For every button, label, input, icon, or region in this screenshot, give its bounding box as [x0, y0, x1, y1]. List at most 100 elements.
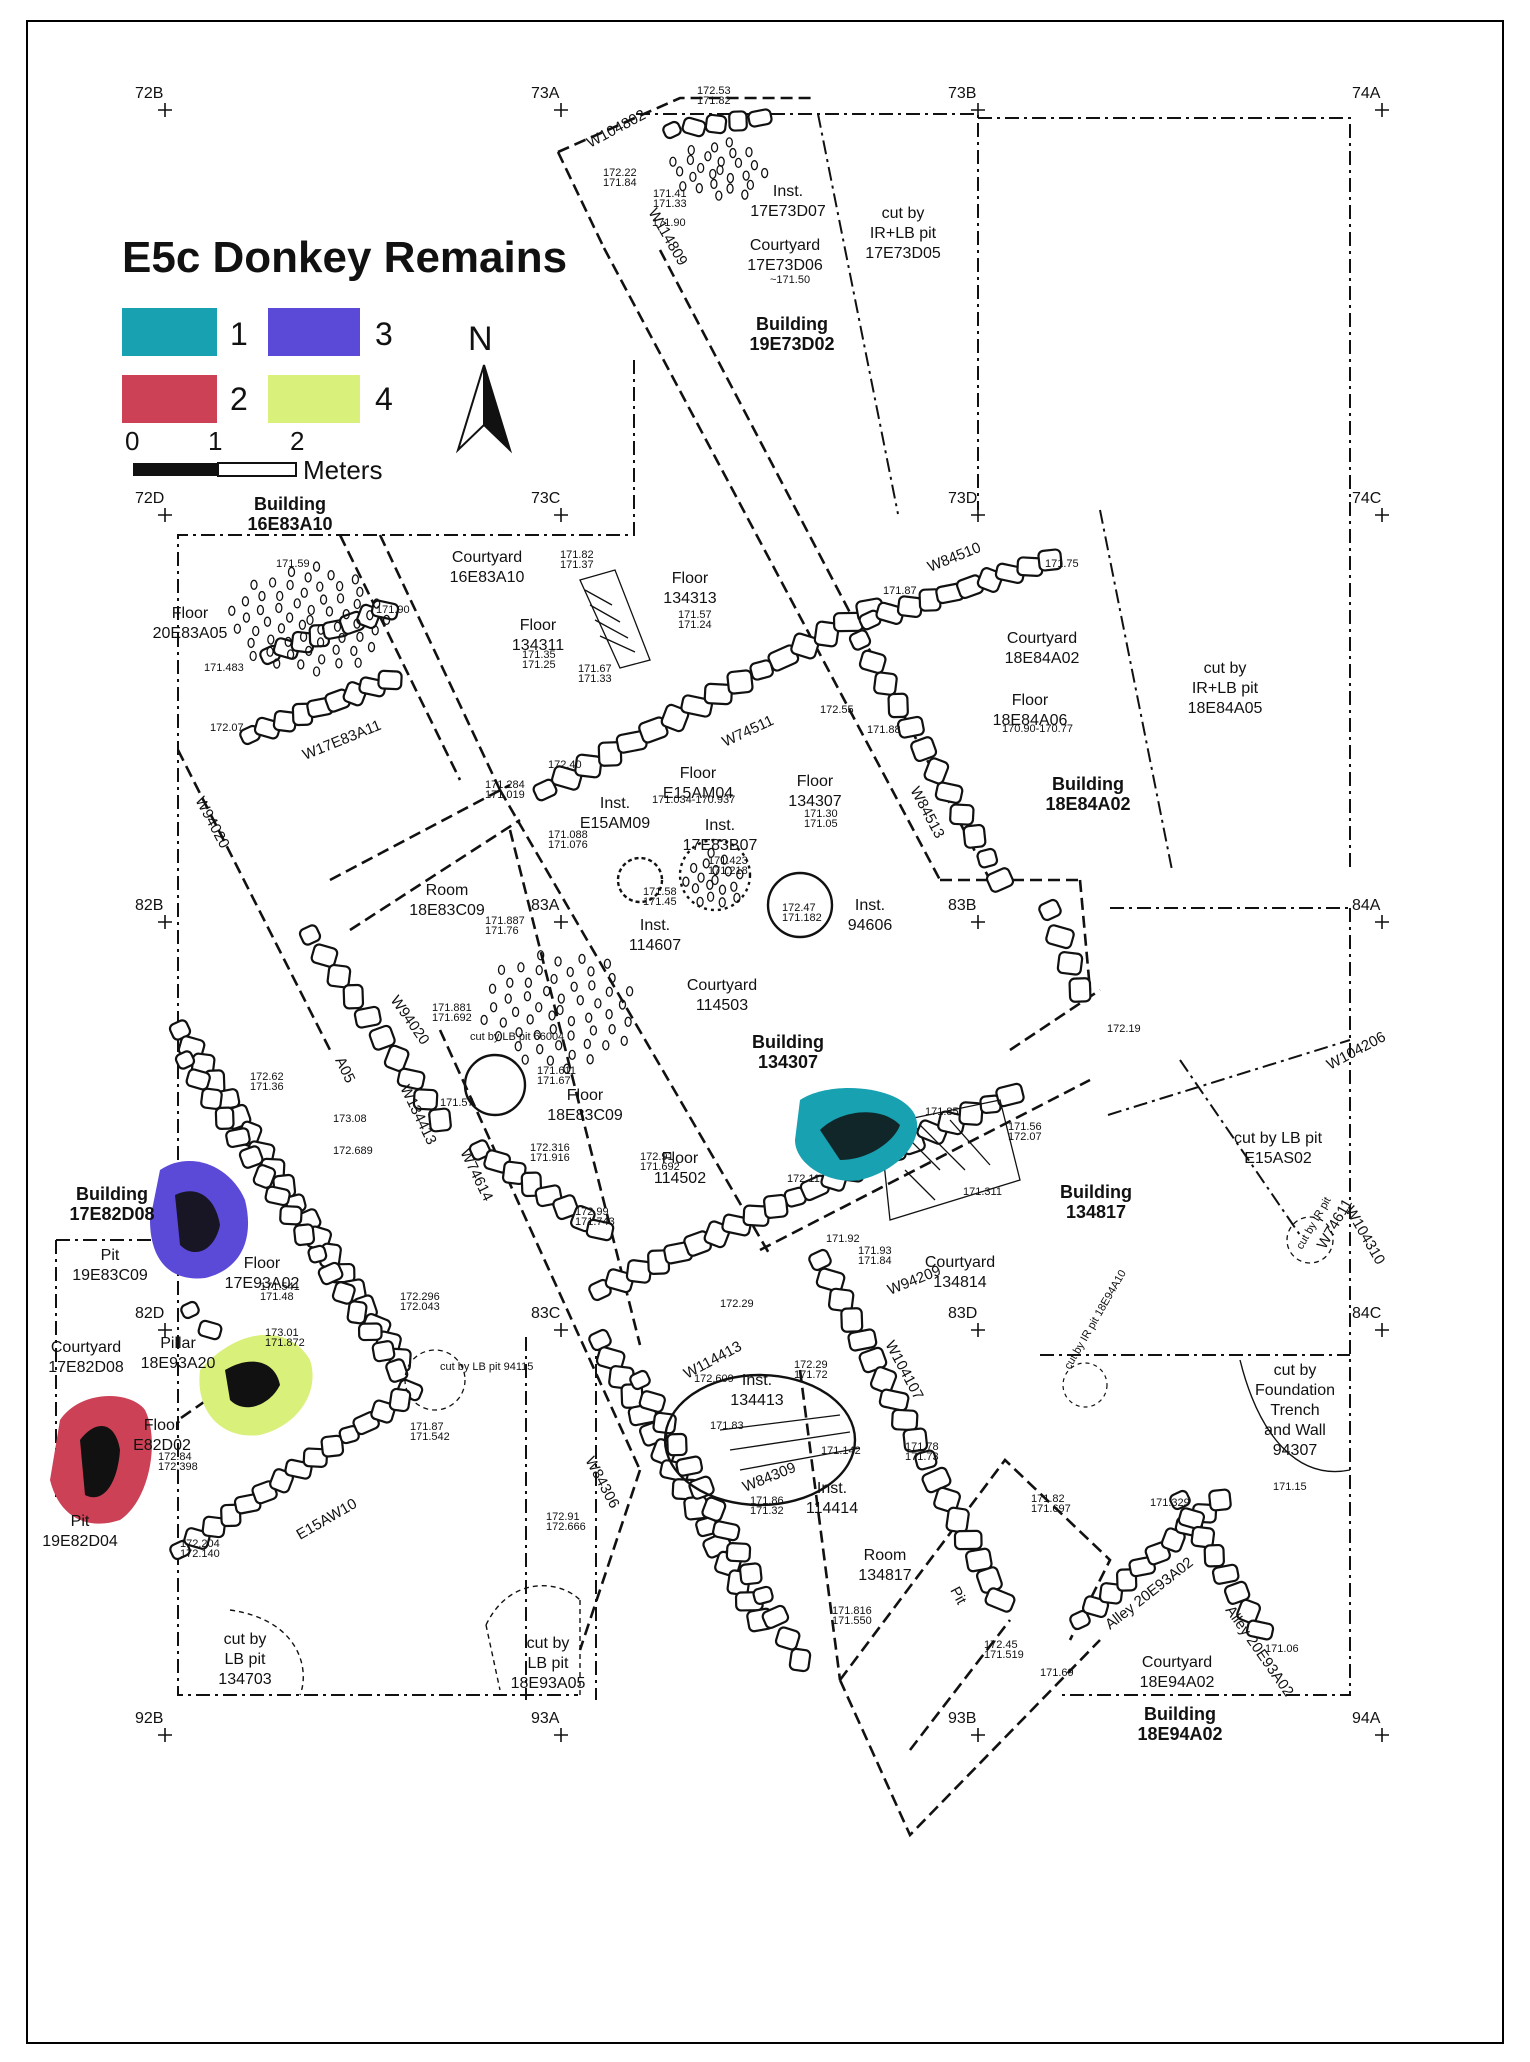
- elevation-label: ~171.50: [770, 274, 810, 286]
- stone: [725, 1542, 752, 1563]
- grid-label: 73D: [948, 490, 977, 507]
- stone-dot: [741, 189, 749, 200]
- elevation-label: 172.29: [794, 1359, 828, 1371]
- elevation-label: 172.609: [694, 1373, 734, 1385]
- feature-label: 114503: [696, 997, 748, 1014]
- elevation-label: 172.40: [548, 759, 582, 771]
- stone-dot: [353, 618, 361, 629]
- stone-dot: [316, 637, 325, 648]
- stone: [428, 1107, 452, 1133]
- stone-dot: [497, 964, 506, 976]
- feature-label: Courtyard: [1007, 630, 1077, 647]
- stone-dot: [687, 144, 695, 156]
- stone: [320, 1434, 345, 1458]
- stone: [353, 1005, 382, 1029]
- feature-label: 134311: [512, 637, 564, 654]
- stone: [310, 943, 339, 968]
- elevation-label: 171.67: [537, 1075, 571, 1087]
- stone-dot: [715, 190, 723, 201]
- elevation-label: 172.62: [250, 1071, 284, 1083]
- elevation-label: 172.91: [640, 1151, 674, 1163]
- map-title: E5c Donkey Remains: [122, 233, 567, 282]
- stone: [875, 601, 905, 625]
- elevation-label: 172.140: [180, 1548, 220, 1560]
- stone: [878, 1388, 910, 1412]
- elevation-label: 171.816: [832, 1605, 872, 1617]
- stone: [712, 1520, 741, 1542]
- stone-dot: [736, 869, 744, 880]
- stone-dot: [709, 168, 717, 180]
- feature-label: E15AM04: [663, 785, 733, 802]
- elevation-label: 171.692: [432, 1012, 472, 1024]
- elevation-label: 171.88: [867, 724, 901, 736]
- stone: [532, 778, 558, 802]
- stone-dot: [557, 993, 565, 1004]
- elevation-label: 171.06: [1265, 1643, 1299, 1655]
- stone: [962, 823, 987, 849]
- stone-dot: [515, 1027, 523, 1038]
- stone: [293, 1223, 316, 1247]
- grid-label: 72D: [135, 490, 164, 507]
- elevation-label: 171.519: [984, 1649, 1024, 1661]
- elevation-label: 171.67: [578, 663, 612, 675]
- stone-dot: [287, 566, 296, 578]
- stone-dot: [353, 598, 361, 610]
- stone: [638, 1390, 666, 1413]
- stone-dot: [342, 609, 350, 620]
- elevation-label: 172.11: [787, 1173, 820, 1185]
- stone-dot: [710, 142, 719, 153]
- scale-tick-1: 1: [208, 426, 222, 456]
- scale-bar-black: [133, 463, 218, 476]
- stone: [1098, 1582, 1124, 1605]
- stone: [752, 1585, 774, 1605]
- elevation-label: 172.29: [720, 1298, 754, 1310]
- feature-label: E15AM09: [580, 815, 650, 832]
- grid-cross-icon: [1375, 915, 1389, 929]
- stone-dot: [586, 1054, 594, 1065]
- stone-dot: [697, 872, 705, 883]
- stone: [377, 669, 403, 691]
- stone-dot: [567, 1015, 576, 1027]
- stone: [1203, 1543, 1225, 1568]
- grid-label: 73A: [531, 85, 560, 102]
- feature-label: 134413: [730, 1392, 783, 1409]
- elevation-label: 171.85: [925, 1106, 959, 1118]
- stone-dot: [707, 847, 715, 859]
- elevation-label: 171.48: [260, 1291, 294, 1303]
- stone: [985, 867, 1015, 893]
- stone: [774, 1626, 801, 1651]
- feature-label: cut by LB pit: [1234, 1130, 1323, 1147]
- stone-dot: [316, 581, 324, 592]
- legend-swatch-3: [268, 308, 360, 356]
- wall-label: W84510: [925, 539, 983, 576]
- stone-dot: [297, 659, 305, 670]
- stone: [279, 1205, 303, 1226]
- stone-dot: [682, 876, 690, 887]
- stone-dot: [318, 654, 326, 665]
- stone-dot: [286, 579, 294, 591]
- stone: [984, 1587, 1016, 1613]
- legend: E5c Donkey Remains 1 2 3 4 0 1 2 Meters …: [122, 233, 567, 485]
- stone-dot: [608, 972, 616, 984]
- stone-dot: [535, 964, 543, 976]
- stone: [949, 803, 975, 826]
- stone: [317, 1261, 344, 1286]
- stone: [388, 1387, 412, 1413]
- stone-dot: [602, 1040, 610, 1051]
- elevation-label: 171.423: [708, 855, 748, 867]
- stone-dot: [726, 183, 734, 194]
- stone: [965, 1547, 993, 1573]
- elevation-label: 171.329: [1150, 1497, 1190, 1509]
- feature-label: 134817: [858, 1567, 911, 1584]
- building-name: Building: [1144, 1704, 1216, 1724]
- wall-label: Pit: [946, 1584, 970, 1608]
- wall-label: W17E83A11: [300, 717, 383, 764]
- stone-dot: [711, 874, 719, 886]
- legend-label-4: 4: [375, 381, 393, 417]
- feature-label: 18E94A02: [1140, 1674, 1215, 1691]
- note-label: cut by LB pit 66004: [470, 1031, 564, 1043]
- grid-label: 93A: [531, 1710, 560, 1727]
- stone: [840, 1307, 864, 1333]
- stone: [197, 1319, 223, 1341]
- stone-dot: [760, 167, 769, 179]
